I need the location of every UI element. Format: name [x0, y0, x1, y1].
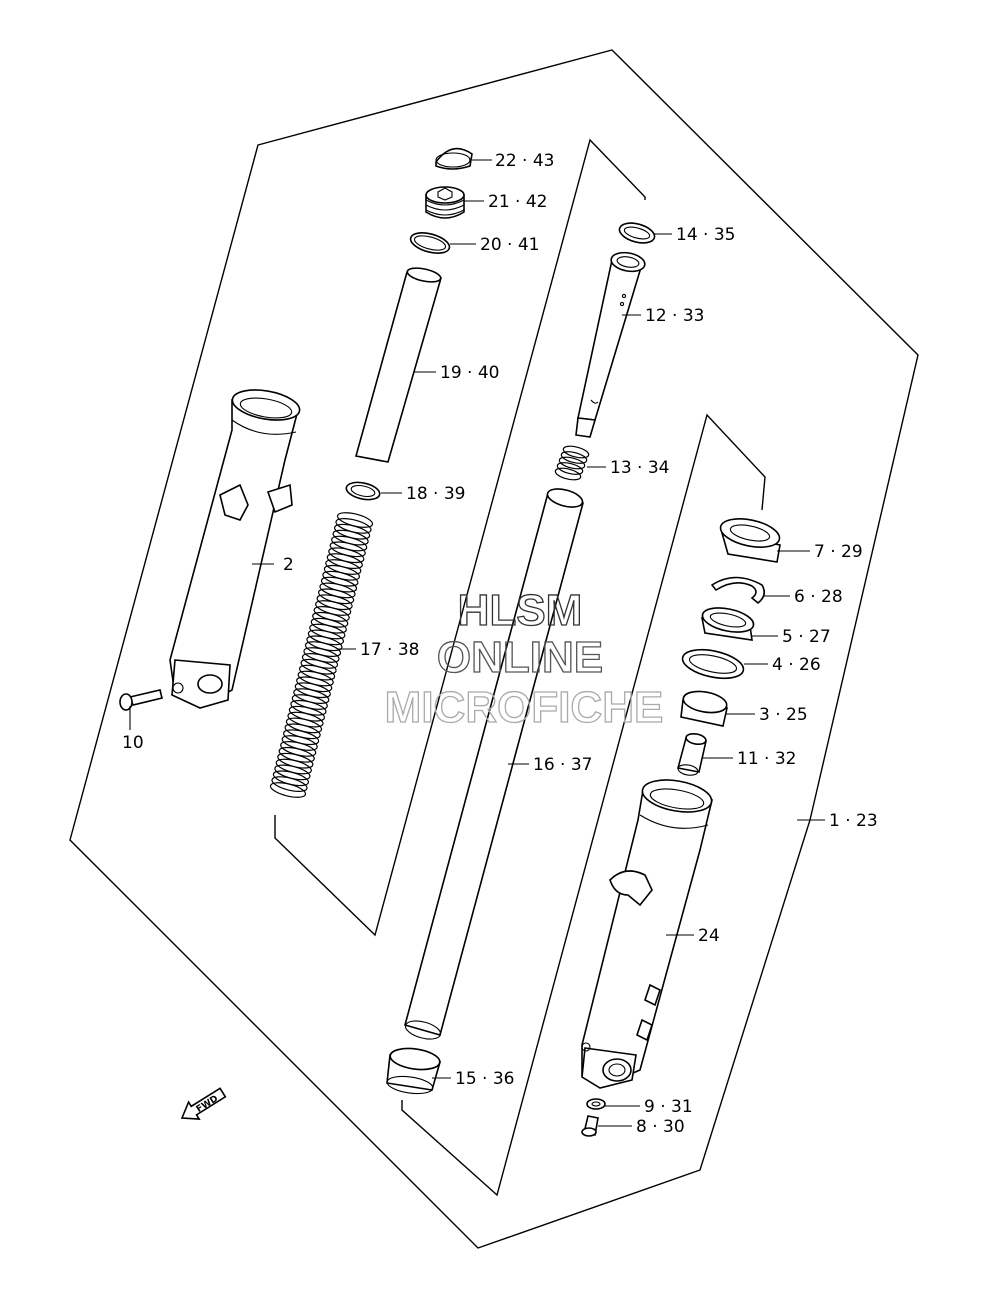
cap-part-22 — [435, 147, 473, 170]
callout-12-33: 12 · 33 — [645, 306, 704, 326]
guide-bushing-part-3 — [680, 690, 728, 727]
bolt-part-10 — [119, 689, 163, 711]
callout-5-27: 5 · 27 — [782, 627, 831, 647]
watermark-line-3: MICROFICHE — [385, 683, 664, 732]
outer-tube-part-24 — [581, 779, 713, 1089]
callout-20-41: 20 · 41 — [480, 235, 539, 255]
callout-11-32: 11 · 32 — [737, 749, 796, 769]
spring-coil — [554, 467, 582, 481]
leader-lines — [129, 159, 825, 1127]
callout-19-40: 19 · 40 — [440, 363, 499, 383]
dust-seal-part-7 — [719, 518, 781, 563]
bushing-part-15 — [386, 1047, 442, 1095]
bolt-part-21 — [425, 186, 465, 219]
callout-3-25: 3 · 25 — [759, 705, 808, 725]
o-ring-part-20 — [409, 232, 451, 254]
callout-17-38: 17 · 38 — [360, 640, 419, 660]
callout-2: 2 — [283, 555, 294, 575]
callout-6-28: 6 · 28 — [794, 587, 843, 607]
callout-10: 10 — [122, 733, 144, 753]
rebound-spring-part-13 — [554, 445, 590, 481]
callout-15-36: 15 · 36 — [455, 1069, 514, 1089]
damper-rod-part-12 — [575, 251, 646, 438]
callout-labels: 22 · 43 21 · 42 20 · 41 19 · 40 18 · 39 … — [122, 151, 878, 1137]
inner-boundary-right — [401, 413, 766, 1197]
washer-part-18 — [345, 481, 381, 501]
callout-1-23: 1 · 23 — [829, 811, 878, 831]
fork-spring-part-17 — [269, 512, 374, 798]
bolt-part-8 — [581, 1115, 599, 1137]
gasket-part-9 — [586, 1098, 606, 1110]
spring-coil — [558, 456, 586, 470]
washer-part-4 — [681, 648, 745, 680]
circlip-part-6 — [710, 576, 766, 605]
oil-seal-part-5 — [700, 607, 755, 641]
callout-8-30: 8 · 30 — [636, 1117, 685, 1137]
oil-lock-piece-part-11 — [677, 732, 707, 776]
outer-tube-part-2 — [169, 389, 301, 709]
watermark: HLSM ONLINE MICROFICHE — [384, 585, 664, 732]
callout-24: 24 — [698, 926, 720, 946]
forward-direction-arrow: FWD — [180, 1087, 227, 1120]
callout-21-42: 21 · 42 — [488, 192, 547, 212]
spacer-tube-part-19 — [354, 267, 443, 463]
spring-coil — [560, 451, 588, 464]
watermark-line-2: ONLINE — [437, 633, 603, 682]
callout-9-31: 9 · 31 — [644, 1097, 693, 1117]
callout-7-29: 7 · 29 — [814, 542, 863, 562]
callout-22-43: 22 · 43 — [495, 151, 554, 171]
callout-18-39: 18 · 39 — [406, 484, 465, 504]
inner-boundary-middle — [274, 138, 646, 937]
callout-13-34: 13 · 34 — [610, 458, 669, 478]
spring-coil — [269, 782, 307, 798]
ring-part-14 — [618, 222, 656, 244]
assembly-boundary — [69, 49, 919, 1249]
watermark-line-1: HLSM — [458, 586, 583, 635]
inner-tube-part-16 — [404, 488, 584, 1040]
spring-coil — [271, 776, 308, 792]
callout-14-35: 14 · 35 — [676, 225, 735, 245]
callout-16-37: 16 · 37 — [533, 755, 592, 775]
spring-coil — [562, 445, 590, 459]
spring-coil — [556, 462, 584, 475]
callout-4-26: 4 · 26 — [772, 655, 821, 675]
